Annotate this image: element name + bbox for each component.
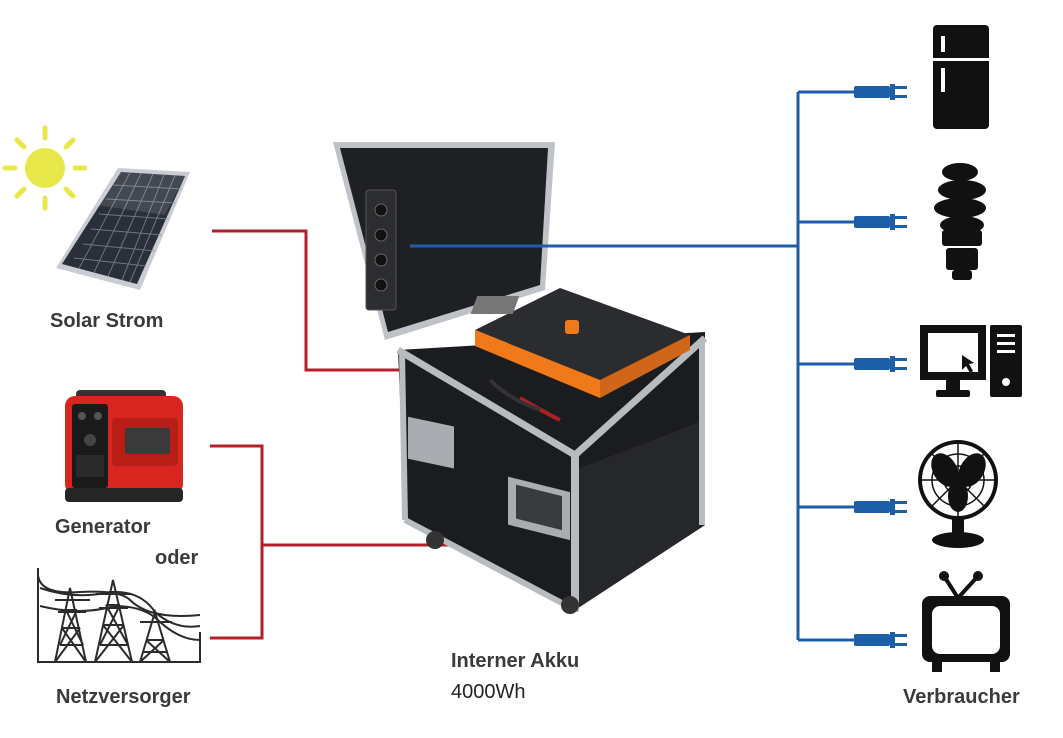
plug-icon xyxy=(854,499,907,515)
battery-name-label: Interner Akku xyxy=(451,650,580,672)
consumers-label: Verbraucher xyxy=(903,686,1020,708)
bulb-icon xyxy=(934,163,986,280)
power-grid-icon xyxy=(37,568,201,663)
output-power-lines xyxy=(410,90,860,642)
battery-case-image xyxy=(333,142,708,614)
plug-icon xyxy=(854,84,907,100)
plug-icon xyxy=(854,214,907,230)
generator-label: Generator xyxy=(55,516,151,538)
plug-icon xyxy=(854,356,907,372)
solar-label: Solar Strom xyxy=(50,310,164,332)
fan-icon xyxy=(918,440,998,548)
or-label: oder xyxy=(155,547,199,569)
solar-panel-icon xyxy=(56,168,190,290)
generator-icon xyxy=(65,390,183,502)
grid-label: Netzversorger xyxy=(56,686,191,708)
plug-icon xyxy=(854,632,907,648)
tv-icon xyxy=(922,571,1010,672)
fridge-icon xyxy=(933,25,989,129)
computer-icon xyxy=(920,325,1022,397)
sun-icon xyxy=(2,125,88,211)
battery-capacity-label: 4000Wh xyxy=(451,681,526,703)
